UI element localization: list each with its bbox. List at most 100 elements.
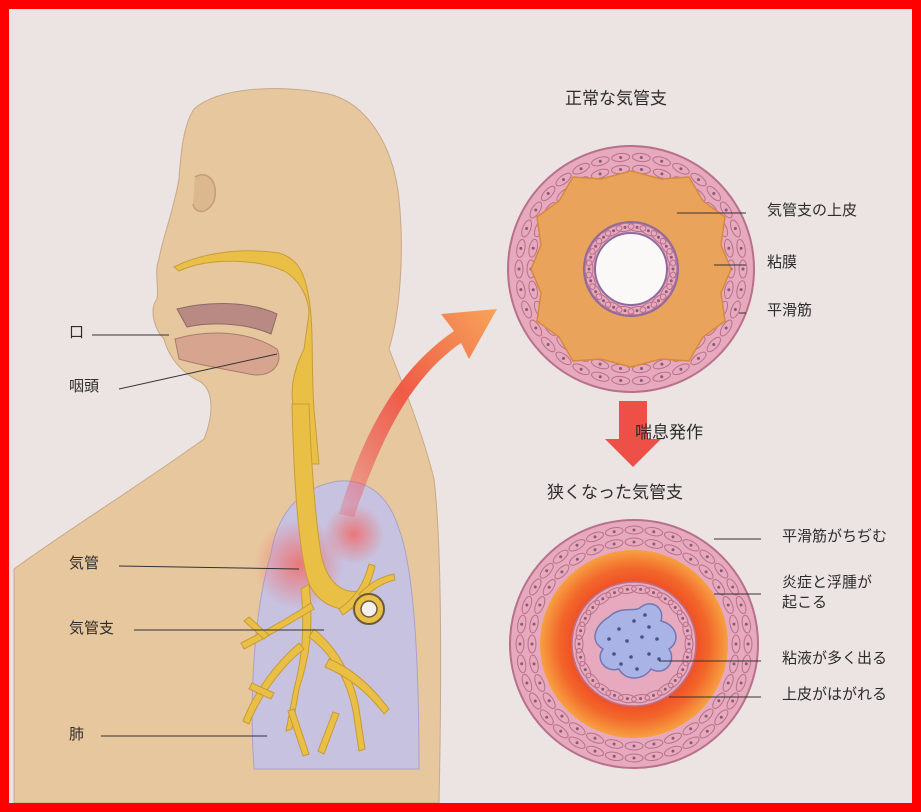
mucus-particle — [612, 652, 616, 656]
muscle-cell-nucleus — [742, 268, 745, 271]
muscle-cell-nucleus — [672, 750, 675, 753]
label-muscle-contracts: 平滑筋がちぢむ — [782, 529, 887, 544]
muscle-cell-nucleus — [525, 604, 528, 607]
epithelial-cell-nucleus — [686, 656, 689, 659]
muscle-cell-nucleus — [679, 167, 682, 170]
title-narrowed-bronchus: 狭くなった気管支 — [547, 485, 683, 502]
epithelial-cell-nucleus — [613, 694, 616, 697]
muscle-cell-nucleus — [519, 247, 522, 250]
epithelial-cell-nucleus — [584, 668, 587, 671]
mucus-particle — [655, 637, 659, 641]
epithelial-cell-nucleus — [584, 617, 587, 620]
epithelial-cell-nucleus — [688, 643, 691, 646]
muscle-cell-nucleus — [689, 558, 692, 561]
muscle-cell-nucleus — [734, 308, 737, 311]
epithelial-cell-nucleus — [686, 629, 689, 632]
muscle-cell-nucleus — [594, 750, 597, 753]
label-pharynx: 咽頭 — [69, 379, 99, 394]
epithelial-cell-nucleus — [636, 309, 639, 312]
epithelial-cell-nucleus — [589, 256, 592, 259]
muscle-cell-nucleus — [672, 548, 675, 551]
muscle-cell-nucleus — [690, 544, 693, 547]
muscle-cell-nucleus — [640, 156, 643, 159]
epithelial-cell-nucleus — [664, 597, 667, 600]
muscle-cell-nucleus — [660, 375, 663, 378]
epithelial-cell-nucleus — [657, 299, 660, 302]
muscle-cell-nucleus — [533, 623, 536, 626]
muscle-cell-nucleus — [525, 308, 528, 311]
muscle-cell-nucleus — [672, 535, 675, 538]
epithelial-cell-nucleus — [601, 597, 604, 600]
muscle-cell-nucleus — [613, 543, 616, 546]
epithelial-cell-nucleus — [612, 229, 615, 232]
muscle-cell-nucleus — [740, 288, 743, 291]
muscle-cell-nucleus — [740, 604, 743, 607]
muscle-cell-nucleus — [640, 367, 643, 370]
muscle-cell-nucleus — [599, 160, 602, 163]
epithelial-cell-nucleus — [612, 306, 615, 309]
muscle-cell-nucleus — [740, 682, 743, 685]
epithelial-cell-nucleus — [589, 279, 592, 282]
epithelial-cell-nucleus — [594, 290, 597, 293]
epithelial-cell-nucleus — [674, 679, 677, 682]
epithelial-cell-nucleus — [624, 226, 627, 229]
epithelial-cell-nucleus — [626, 697, 629, 700]
mucus-particle — [643, 613, 647, 617]
muscle-cell-nucleus — [613, 530, 616, 533]
epithelial-cell-nucleus — [594, 245, 597, 248]
muscle-cell-nucleus — [619, 379, 622, 382]
muscle-cell-nucleus — [580, 368, 583, 371]
muscle-cell-nucleus — [727, 682, 730, 685]
muscle-cell-nucleus — [660, 172, 663, 175]
muscle-cell-nucleus — [725, 209, 728, 212]
muscle-cell-nucleus — [712, 343, 715, 346]
muscle-cell-nucleus — [633, 745, 636, 748]
diagram-artwork — [9, 9, 912, 803]
muscle-cell-nucleus — [531, 643, 534, 646]
mucus-particle — [632, 619, 636, 623]
label-trachea: 気管 — [69, 556, 99, 571]
muscle-cell-nucleus — [717, 699, 720, 702]
mucus-particle — [647, 625, 651, 629]
label-smooth-muscle: 平滑筋 — [767, 303, 812, 318]
muscle-cell-nucleus — [613, 755, 616, 758]
muscle-cell-nucleus — [679, 368, 682, 371]
muscle-cell-nucleus — [697, 357, 700, 360]
muscle-cell-nucleus — [690, 741, 693, 744]
muscle-cell-nucleus — [559, 730, 562, 733]
bronchus-section-lumen — [361, 601, 377, 617]
narrowed-bronchus — [510, 520, 761, 768]
muscle-cell-nucleus — [619, 168, 622, 171]
epithelial-cell-nucleus — [579, 656, 582, 659]
label-lung: 肺 — [69, 727, 84, 742]
title-asthma-attack: 喘息発作 — [635, 425, 703, 442]
muscle-cell-nucleus — [720, 716, 723, 719]
muscle-cell-nucleus — [640, 379, 643, 382]
mucus-particle — [625, 639, 629, 643]
muscle-cell-nucleus — [533, 662, 536, 665]
muscle-cell-nucleus — [525, 227, 528, 230]
epithelial-cell-nucleus — [602, 236, 605, 239]
mucus-particle — [607, 637, 611, 641]
epithelial-cell-nucleus — [639, 588, 642, 591]
epithelial-cell-nucleus — [681, 617, 684, 620]
muscle-cell-nucleus — [697, 178, 700, 181]
epithelial-cell-nucleus — [664, 688, 667, 691]
muscle-cell-nucleus — [525, 682, 528, 685]
epithelial-cell-nucleus — [613, 591, 616, 594]
muscle-cell-nucleus — [562, 178, 565, 181]
epithelial-cell-nucleus — [578, 643, 581, 646]
mucus-particle — [617, 627, 621, 631]
epithelial-cell-nucleus — [588, 268, 591, 271]
muscle-cell-nucleus — [619, 156, 622, 159]
muscle-cell-nucleus — [706, 730, 709, 733]
muscle-cell-nucleus — [547, 343, 550, 346]
muscle-cell-nucleus — [532, 288, 535, 291]
mucus-particle — [640, 635, 644, 639]
epithelial-cell-nucleus — [657, 236, 660, 239]
mucus-particle — [619, 662, 623, 666]
mucus-particle — [635, 667, 639, 671]
muscle-cell-nucleus — [580, 167, 583, 170]
muscle-cell-nucleus — [733, 662, 736, 665]
muscle-cell-nucleus — [534, 586, 537, 589]
